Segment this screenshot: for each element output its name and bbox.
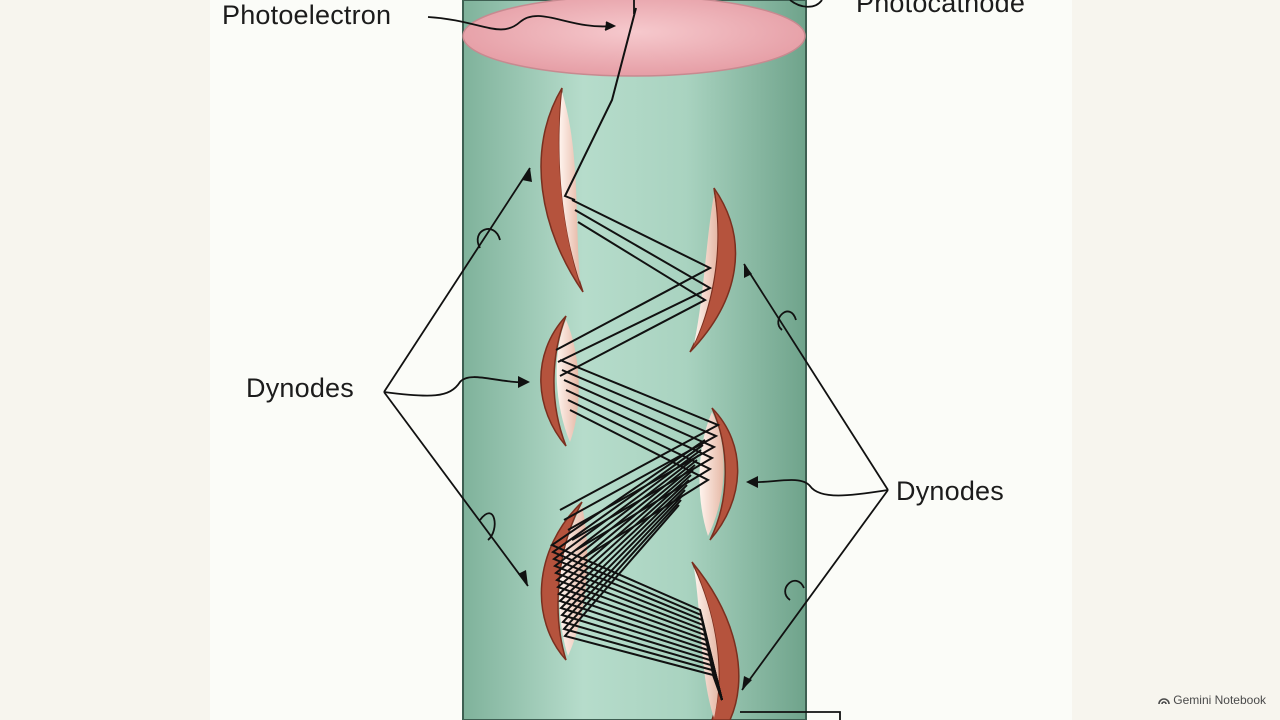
- electron-path: [569, 409, 711, 561]
- electron-paths: [555, 7, 713, 377]
- electron-bundle-middle: [559, 359, 721, 561]
- tube-body: [462, 0, 807, 720]
- watermark: Gemini Notebook: [1158, 693, 1266, 707]
- photocathode-disk: [462, 0, 806, 77]
- dynodes-label-right: Dynodes: [896, 476, 1004, 506]
- dynodes-label-left: Dynodes: [246, 373, 354, 403]
- electron-path: [559, 359, 721, 511]
- watermark-text: Gemini Notebook: [1173, 693, 1266, 707]
- leader-lines: [383, 0, 889, 720]
- photoelectron-label: Photoelectron: [222, 0, 392, 30]
- electron-path: [561, 369, 719, 521]
- primary-electron-path: [563, 7, 637, 201]
- electron-path: [563, 504, 723, 701]
- electron-bundle-lower: [549, 439, 723, 701]
- gemini-logo-icon: [1158, 698, 1171, 704]
- electron-path: [563, 379, 717, 531]
- dynode-2: [689, 187, 737, 353]
- arrowheads: [518, 168, 758, 690]
- electron-path: [565, 389, 715, 541]
- electron-path: [567, 399, 713, 551]
- photocathode-label: Photocathode: [856, 0, 1026, 18]
